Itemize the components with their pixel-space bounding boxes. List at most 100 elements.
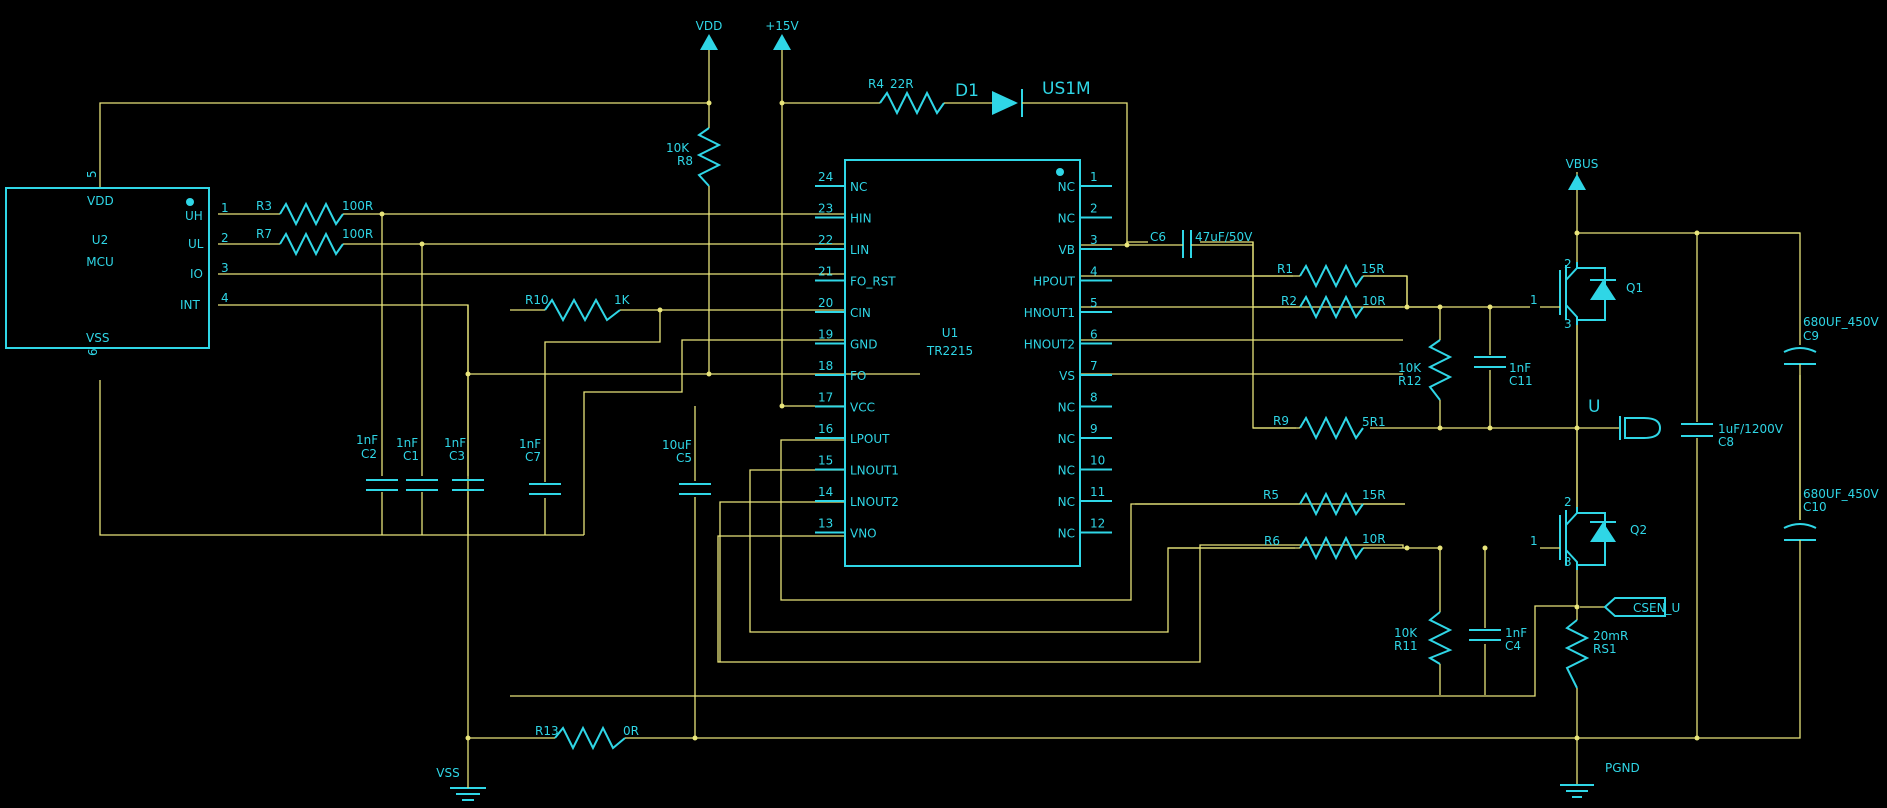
capacitor-c10[interactable]	[1783, 523, 1817, 541]
driver-right-pin-name: VS	[1059, 369, 1075, 383]
r4-value: 22R	[890, 77, 914, 91]
r13-ref: R13	[535, 724, 559, 738]
port-csen-u[interactable]: CSEN_U	[1603, 597, 1680, 617]
resistor-rs1[interactable]	[1564, 619, 1590, 689]
driver-left-pin-name: LNOUT2	[850, 495, 899, 509]
r4-ref: R4	[868, 77, 884, 91]
driver-left-pin-num: 19	[818, 328, 833, 342]
c11-ref: C11	[1509, 374, 1533, 388]
mcu-pin-3-num: 3	[221, 261, 229, 275]
mcu-u2[interactable]: U2 MCU VDD VSS UH UL IO INT 5 1 2 3 4 6	[5, 170, 229, 356]
r3-ref: R3	[256, 199, 272, 213]
q1-collector-num: 2	[1564, 257, 1572, 271]
r2-ref: R2	[1281, 294, 1297, 308]
driver-left-pins: 24NC23HIN22LIN21FO_RST20CIN19GND18FO17VC…	[815, 170, 899, 541]
driver-right-pin-num: 7	[1090, 359, 1098, 373]
c9-ref: C9	[1803, 329, 1819, 343]
driver-right-pin-num: 3	[1090, 233, 1098, 247]
resistor-r8[interactable]	[696, 127, 722, 187]
driver-left-pin-name: LIN	[850, 243, 869, 257]
r9-ref: R9	[1273, 414, 1289, 428]
c2-value: 1nF	[356, 433, 378, 447]
c4-value: 1nF	[1505, 626, 1527, 640]
c8-ref: C8	[1718, 435, 1734, 449]
mcu-pin-4-num: 4	[221, 291, 229, 305]
driver-left-pin-num: 13	[818, 517, 833, 531]
capacitor-c4[interactable]	[1469, 629, 1501, 641]
driver-right-pin-name: HNOUT2	[1024, 338, 1075, 352]
mcu-pin-6-num: 6	[86, 348, 100, 356]
resistor-r5[interactable]	[1299, 491, 1364, 517]
r2-value: 10R	[1362, 294, 1386, 308]
r6-value: 10R	[1362, 532, 1386, 546]
resistor-r12[interactable]	[1427, 339, 1453, 401]
d1-value: US1M	[1042, 79, 1091, 99]
driver-name: TR2215	[926, 344, 973, 358]
driver-left-pin-name: VCC	[850, 401, 875, 415]
capacitor-c9[interactable]	[1783, 347, 1817, 365]
port-csen-label: CSEN_U	[1633, 601, 1680, 615]
driver-right-pin-num: 5	[1090, 296, 1098, 310]
q1-gate-num: 1	[1530, 293, 1538, 307]
driver-right-pin-num: 4	[1090, 265, 1098, 279]
c9-value: 680UF_450V	[1803, 315, 1879, 329]
driver-u1[interactable]: U1 TR2215 24NC23HIN22LIN21FO_RST20CIN19G…	[815, 159, 1112, 567]
c4-ref: C4	[1505, 639, 1521, 653]
resistor-r4[interactable]	[879, 90, 945, 116]
resistor-r11[interactable]	[1427, 611, 1453, 665]
r10-value: 1K	[614, 293, 631, 307]
c1-value: 1nF	[396, 436, 418, 450]
diode-d1[interactable]: D1 US1M	[944, 79, 1091, 117]
c3-value: 1nF	[444, 436, 466, 450]
mcu-pin-1-num: 1	[221, 201, 229, 215]
r6-ref: R6	[1264, 534, 1280, 548]
resistor-r2[interactable]	[1299, 294, 1364, 320]
c10-ref: C10	[1803, 500, 1827, 514]
capacitor-c2[interactable]	[366, 479, 398, 491]
driver-right-pin-name: NC	[1058, 401, 1075, 415]
resistor-r9[interactable]	[1299, 415, 1364, 441]
resistor-r6[interactable]	[1299, 535, 1364, 561]
driver-left-pin-name: FO	[850, 369, 866, 383]
capacitor-labels: 1nF C2 1nF C1 1nF C3 1nF C7 10uF C5 C6 4…	[356, 230, 1879, 653]
r11-value: 10K	[1394, 626, 1418, 640]
driver-right-pin-num: 6	[1090, 328, 1098, 342]
capacitor-c5[interactable]	[679, 483, 711, 495]
c2-ref: C2	[361, 447, 377, 461]
driver-left-pin-num: 23	[818, 202, 833, 216]
port-u[interactable]: U	[1588, 397, 1662, 440]
driver-left-pin-num: 24	[818, 170, 833, 184]
transistor-q2[interactable]: 1 2 3 Q2	[1530, 495, 1647, 582]
capacitor-c7[interactable]	[529, 483, 561, 495]
c3-ref: C3	[449, 449, 465, 463]
driver-left-pin-name: GND	[850, 338, 878, 352]
resistor-r10[interactable]	[544, 297, 621, 323]
c6-value: 47uF/50V	[1195, 230, 1253, 244]
vss-ground-symbol: VSS	[436, 766, 486, 801]
transistor-q1[interactable]: 1 2 3 Q1	[1530, 257, 1643, 331]
driver-right-pin-name: NC	[1058, 212, 1075, 226]
resistor-r13[interactable]	[554, 725, 626, 751]
capacitor-c8[interactable]	[1681, 423, 1713, 437]
mcu-ref: U2	[92, 233, 108, 247]
pgnd-ground-symbol: PGND	[1560, 761, 1640, 798]
capacitor-c11[interactable]	[1474, 356, 1506, 368]
driver-right-pin-name: NC	[1058, 527, 1075, 541]
driver-ref: U1	[942, 326, 958, 340]
vbus-label: VBUS	[1566, 157, 1599, 171]
resistor-r1[interactable]	[1299, 263, 1364, 289]
port-u-label: U	[1588, 397, 1600, 417]
resistor-r3[interactable]	[279, 201, 344, 227]
r10-ref: R10	[525, 293, 549, 307]
driver-right-pin-num: 12	[1090, 517, 1105, 531]
r1-value: 15R	[1361, 262, 1385, 276]
capacitor-c1[interactable]	[406, 479, 438, 491]
capacitor-c3[interactable]	[452, 479, 484, 491]
c7-ref: C7	[525, 450, 541, 464]
resistor-r7[interactable]	[279, 231, 344, 257]
r7-ref: R7	[256, 227, 272, 241]
capacitor-c6[interactable]	[1182, 230, 1192, 258]
mcu-pin-2-num: 2	[221, 231, 229, 245]
mcu-pin-io-name: IO	[190, 267, 203, 281]
driver-right-pin-num: 1	[1090, 170, 1098, 184]
